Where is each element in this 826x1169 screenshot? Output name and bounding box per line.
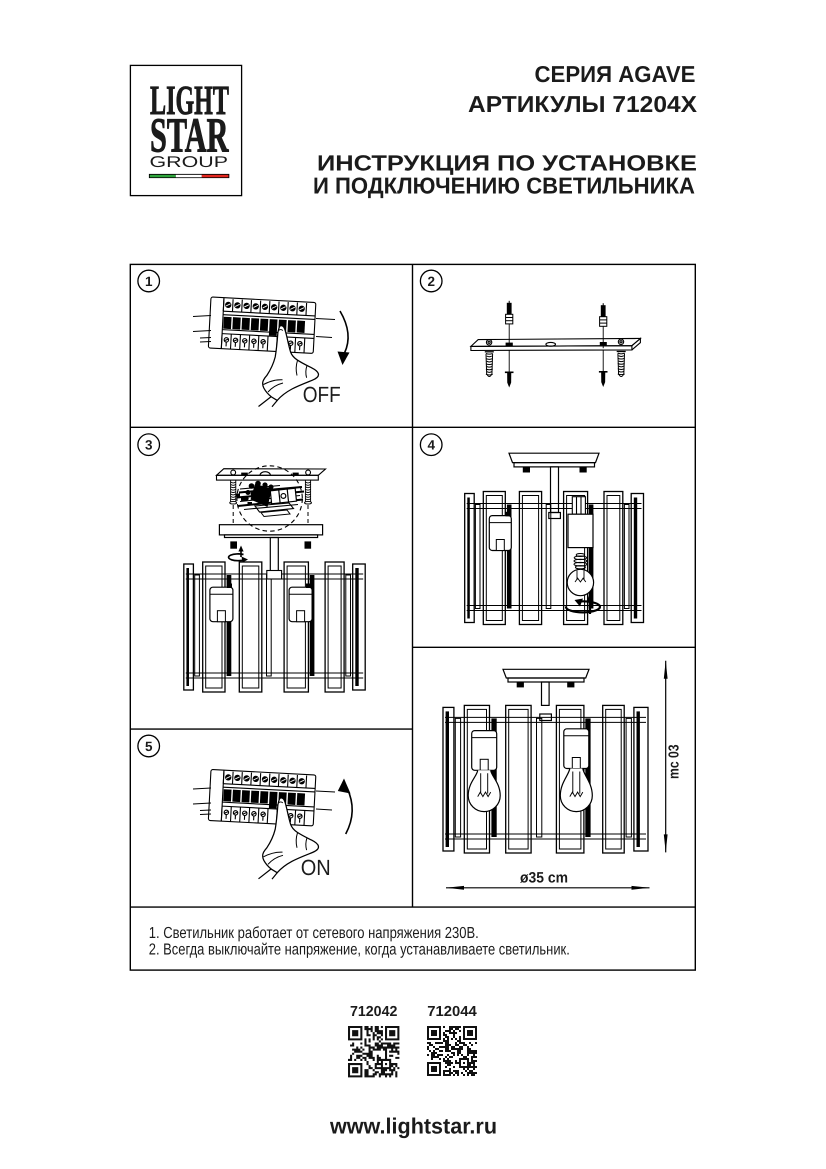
svg-text:ON: ON — [301, 855, 331, 880]
svg-text:ИНСТРУКЦИЯ ПО УСТАНОВКЕ: ИНСТРУКЦИЯ ПО УСТАНОВКЕ — [317, 150, 697, 175]
svg-text:mc 03: mc 03 — [667, 744, 683, 779]
svg-text:АРТИКУЛЫ 71204X: АРТИКУЛЫ 71204X — [468, 91, 698, 117]
svg-text:www.lightstar.ru: www.lightstar.ru — [329, 1114, 497, 1139]
svg-text:СЕРИЯ AGAVE: СЕРИЯ AGAVE — [535, 61, 696, 87]
svg-text:2. Всегда выключайте напряжени: 2. Всегда выключайте напряжение, когда у… — [149, 942, 570, 959]
svg-text:1. Светильник работает от сете: 1. Светильник работает от сетевого напря… — [149, 925, 479, 942]
svg-text:712042: 712042 — [350, 1004, 398, 1020]
svg-text:5: 5 — [145, 739, 153, 754]
svg-text:2: 2 — [427, 274, 435, 289]
svg-text:1: 1 — [145, 274, 153, 289]
svg-text:3: 3 — [145, 438, 153, 453]
svg-text:LIGHT: LIGHT — [150, 77, 229, 123]
svg-text:4: 4 — [427, 438, 435, 453]
svg-text:И ПОДКЛЮЧЕНИЮ СВЕТИЛЬНИКА: И ПОДКЛЮЧЕНИЮ СВЕТИЛЬНИКА — [313, 172, 695, 198]
svg-text:ø35 cm: ø35 cm — [520, 870, 568, 887]
svg-text:OFF: OFF — [303, 382, 341, 407]
svg-text:STAR: STAR — [150, 107, 229, 162]
svg-text:GROUP: GROUP — [150, 154, 229, 171]
svg-text:712044: 712044 — [427, 1004, 477, 1020]
